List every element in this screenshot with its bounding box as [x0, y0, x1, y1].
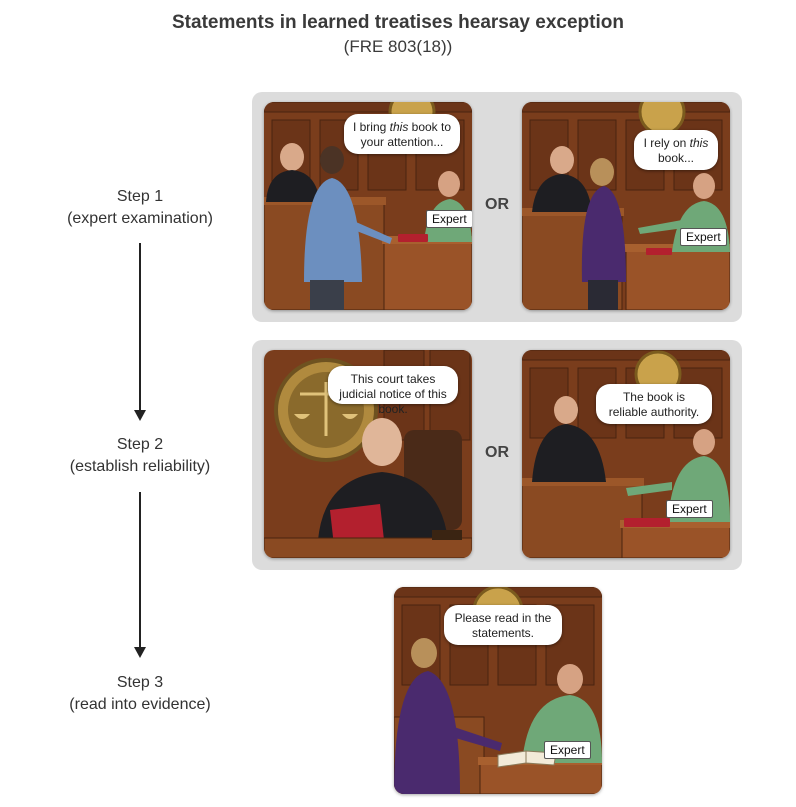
panel-read-into-evidence: Please read in the statements. Expert [394, 587, 602, 794]
speech-text-1-start: I bring [352, 120, 390, 134]
step-3-description: (read into evidence) [69, 696, 211, 713]
expert-tag-1: Expert [426, 210, 472, 228]
step-2-label: Step 2 (establish reliability) [10, 434, 270, 478]
speech-text-1-emphasis: this [389, 120, 409, 134]
speech-text-2-emphasis: this [689, 136, 709, 150]
diagram-title: Statements in learned treatises hearsay … [172, 12, 624, 33]
step-1-description: (expert examination) [67, 210, 213, 227]
step-2-title: Step 2 [116, 436, 164, 453]
expert-tag-2: Expert [680, 228, 727, 246]
speech-bubble-2: I rely on this book... [634, 130, 718, 170]
diagram-subtitle: (FRE 803(18)) [343, 37, 453, 56]
speech-bubble-1: I bring this book to your attention... [344, 114, 460, 154]
or-connector-1: OR [485, 196, 509, 213]
panel-expert-relies-on-book: I rely on this book... Expert [522, 102, 730, 310]
arrow-step2-to-step3 [134, 492, 146, 658]
step-1-title: Step 1 [116, 188, 164, 205]
expert-tag-4: Expert [666, 500, 713, 518]
courtroom-scene [522, 350, 730, 558]
speech-text-2-end: book... [657, 151, 695, 165]
step-2-description: (establish reliability) [69, 458, 211, 475]
speech-text-1-end: book to your attention... [360, 120, 452, 149]
expert-tag-5: Expert [544, 741, 591, 759]
speech-text-2-start: I rely on [643, 136, 690, 150]
panel-judicial-notice: This court takes judicial notice of this… [264, 350, 472, 558]
panel-lawyer-presents-book: I bring this book to your attention... E… [264, 102, 472, 310]
or-connector-2: OR [485, 444, 509, 461]
panel-expert-says-reliable: The book is reliable authority. Expert [522, 350, 730, 558]
speech-bubble-5: Please read in the statements. [444, 605, 562, 645]
step-3-label: Step 3 (read into evidence) [10, 672, 270, 716]
step-3-title: Step 3 [116, 674, 164, 691]
arrow-step1-to-step2 [134, 243, 146, 421]
speech-bubble-4: The book is reliable authority. [596, 384, 712, 424]
speech-bubble-3: This court takes judicial notice of this… [328, 366, 458, 416]
step-1-label: Step 1 (expert examination) [10, 186, 270, 230]
